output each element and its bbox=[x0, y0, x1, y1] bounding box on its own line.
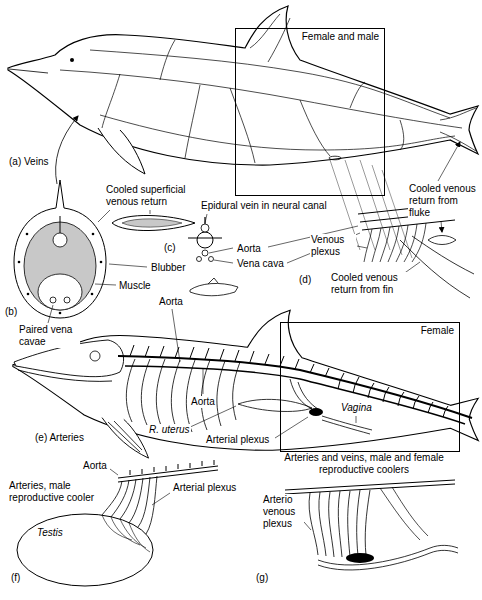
uterine-arteries bbox=[290, 379, 318, 409]
vena-cava-section bbox=[209, 257, 214, 262]
fluke-arrow bbox=[438, 142, 460, 181]
testis-outline bbox=[17, 514, 153, 586]
blubber-section bbox=[14, 180, 106, 318]
male-arteries bbox=[102, 476, 157, 534]
vagina-tube bbox=[322, 416, 372, 434]
vein-dot bbox=[26, 233, 29, 236]
leader bbox=[205, 214, 207, 223]
part-label: Arterial plexus bbox=[205, 434, 270, 446]
muscle-section bbox=[24, 222, 96, 310]
vena-cava-right bbox=[64, 297, 70, 303]
vena-cava-section bbox=[197, 257, 202, 262]
spine bbox=[118, 356, 472, 418]
leader bbox=[172, 309, 180, 362]
leader bbox=[152, 493, 170, 505]
region-box: Female and male bbox=[235, 28, 385, 196]
collecting-vessels bbox=[318, 545, 458, 570]
eye-socket bbox=[90, 351, 100, 361]
part-label: Muscle bbox=[118, 280, 152, 292]
body-cavity bbox=[38, 274, 82, 310]
part-label: Blubber bbox=[150, 262, 186, 274]
aorta-bar bbox=[118, 466, 218, 482]
vein-lines bbox=[60, 14, 476, 163]
aorta-section bbox=[202, 250, 208, 256]
vein-dot bbox=[18, 261, 21, 264]
plexus-mass bbox=[346, 553, 374, 563]
vein-dot bbox=[27, 293, 30, 296]
leader bbox=[109, 264, 147, 267]
arterial-plexus-mass bbox=[309, 408, 323, 416]
part-label: Aorta bbox=[82, 460, 108, 472]
region-label: Female bbox=[419, 325, 456, 337]
panel-label: (c) bbox=[163, 242, 177, 254]
fluke-section bbox=[428, 236, 456, 245]
vein-dot bbox=[91, 293, 94, 296]
fluke-arrow bbox=[441, 221, 442, 232]
vein-dot bbox=[92, 233, 95, 236]
leader bbox=[188, 406, 236, 428]
panel-label: (g) bbox=[255, 572, 269, 584]
part-label: Arteries, male reproductive cooler bbox=[8, 480, 104, 504]
superficial-veins bbox=[18, 233, 103, 315]
panel-label: (e) Arteries bbox=[34, 432, 85, 444]
dolphin-arteries-view bbox=[13, 310, 478, 458]
small-dolphin bbox=[190, 278, 238, 296]
flipper-bones bbox=[108, 421, 142, 452]
leader bbox=[304, 522, 311, 530]
aorta-line bbox=[125, 366, 465, 424]
part-label: Paired vena cavae bbox=[18, 324, 80, 348]
part-label: Cooled venous return from fluke bbox=[408, 183, 478, 219]
part-label: Vena cava bbox=[236, 258, 285, 270]
part-label: Aorta bbox=[190, 396, 216, 408]
panel-label: (f) bbox=[10, 572, 21, 584]
panel-label: (b) bbox=[4, 306, 18, 318]
part-label: R. uterus bbox=[148, 424, 191, 436]
mandible bbox=[18, 370, 112, 381]
part-label: Testis bbox=[36, 527, 64, 539]
dolphin-veins-view bbox=[8, 6, 478, 174]
part-label: Vagina bbox=[340, 402, 373, 414]
neural-canal bbox=[201, 224, 209, 232]
leader bbox=[48, 305, 53, 323]
part-label: Cooled superficial venous return bbox=[105, 184, 199, 208]
arteriovenous-plexus bbox=[309, 490, 370, 557]
part-label: Venous plexus bbox=[310, 234, 356, 258]
fin-core bbox=[122, 219, 182, 227]
part-label: Arterial plexus bbox=[172, 482, 237, 494]
location-arrow bbox=[56, 116, 78, 184]
leader bbox=[203, 369, 204, 394]
panel-label: (d) bbox=[298, 274, 312, 286]
vein-dot bbox=[100, 261, 103, 264]
region-label: Female and male bbox=[300, 31, 381, 43]
veins-to-plexus bbox=[380, 487, 428, 540]
leader-lines bbox=[48, 142, 460, 530]
leader bbox=[98, 210, 150, 222]
vertebra-body bbox=[197, 232, 213, 248]
vertebra-processes bbox=[188, 217, 222, 238]
region-box: Female bbox=[280, 322, 460, 452]
leader bbox=[356, 416, 357, 423]
spinous-process bbox=[60, 216, 61, 233]
part-label: Aorta bbox=[158, 296, 184, 308]
vertebra-section bbox=[53, 233, 67, 247]
genital-slit bbox=[329, 156, 341, 160]
vena-cava-left bbox=[50, 297, 56, 303]
part-label: Arteries and veins, male and female repr… bbox=[268, 452, 460, 476]
vertebral-processes bbox=[130, 345, 448, 417]
leader bbox=[357, 246, 367, 248]
leader bbox=[110, 469, 118, 475]
testis-coils bbox=[102, 515, 150, 552]
part-label: Epidural vein in neural canal bbox=[200, 200, 328, 212]
vein-dot bbox=[59, 312, 62, 315]
panel-label: (a) Veins bbox=[8, 156, 49, 168]
part-label: Arterio venous plexus bbox=[262, 494, 304, 530]
vertebra-ticks bbox=[130, 460, 214, 475]
part-label: Cooled venous return from fin bbox=[330, 272, 412, 296]
part-label: Aorta bbox=[236, 243, 262, 255]
eye bbox=[70, 58, 74, 62]
leader bbox=[95, 284, 116, 285]
fin-section bbox=[112, 215, 195, 230]
